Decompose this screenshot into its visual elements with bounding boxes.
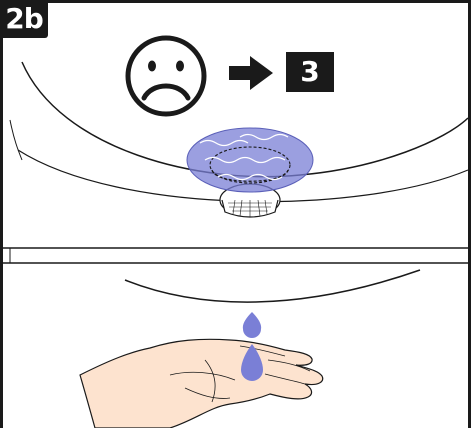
step-label: 2b — [0, 0, 48, 38]
sink-left-edge — [10, 120, 22, 160]
hand-shape — [80, 339, 323, 428]
sink-underside-curve — [125, 270, 420, 302]
right-arrow-icon — [229, 56, 273, 90]
falling-water-drop — [243, 312, 261, 338]
open-hand — [80, 339, 323, 428]
next-step-number: 3 — [286, 52, 334, 92]
sad-face-icon — [128, 38, 204, 114]
